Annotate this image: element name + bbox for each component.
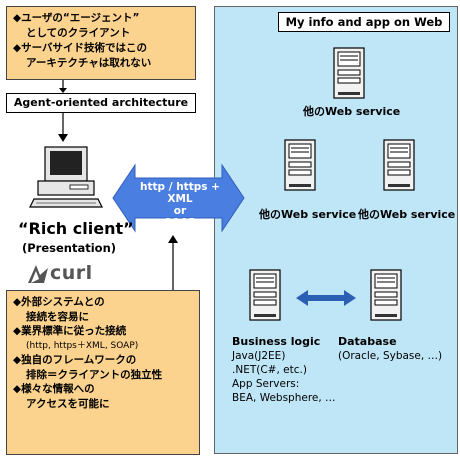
top-note-line-4: アーキテクチャは取れない xyxy=(26,57,152,69)
bottom-note-item-1: ◆外部システムとの xyxy=(13,296,105,308)
service-right-label: 他のWeb service xyxy=(358,208,456,221)
top-note-line-1: ◆ユーザの“エージェント” xyxy=(13,12,140,24)
business-logic-line-4: BEA, Websphere, … xyxy=(232,392,336,404)
server-business-icon xyxy=(249,269,281,321)
protocol-label: http / https + XML or SOAP xyxy=(130,181,230,229)
protocol-double-arrow xyxy=(112,163,245,233)
server-right-icon xyxy=(383,139,415,191)
service-top-label: 他のWeb service xyxy=(303,105,401,118)
top-note: ◆ユーザの“エージェント” としてのクライアント ◆サーバサイド技術ではこの ア… xyxy=(6,6,196,80)
bottom-note-item-4-sub: アクセスを可能に xyxy=(26,397,110,410)
bottom-note-item-3-sub: 排除＝クライアントの独立性 xyxy=(26,368,163,381)
client-computer-icon xyxy=(29,146,103,208)
database-title: Database xyxy=(338,335,397,348)
server-top-icon xyxy=(333,47,365,99)
server-database-icon xyxy=(370,269,402,321)
server-left-icon xyxy=(284,139,316,191)
arrow-note-to-arch xyxy=(59,80,67,93)
client-title: “Rich client” xyxy=(18,219,134,238)
panel-title: My info and app on Web xyxy=(278,12,450,32)
arrow-note-to-protocol xyxy=(168,235,178,290)
client-subtitle: (Presentation) xyxy=(22,241,117,255)
business-logic-line-3: App Servers: xyxy=(232,378,300,390)
bottom-note: ◆外部システムとの 接続を容易に ◆業界標準に従った接続 (http, http… xyxy=(6,290,200,455)
bottom-note-item-1-sub: 接続を容易に xyxy=(26,310,89,323)
protocol-line-3: SOAP xyxy=(163,217,197,229)
business-logic-line-1: Java(J2EE) xyxy=(232,350,286,362)
top-note-line-2: としてのクライアント xyxy=(26,27,131,39)
arrow-arch-to-client xyxy=(58,113,68,142)
business-database-arrow xyxy=(296,290,356,306)
bottom-note-item-2-small: (http, https＋XML, SOAP) xyxy=(26,340,139,351)
protocol-line-1: http / https + XML xyxy=(140,181,220,205)
service-left-label: 他のWeb service xyxy=(259,208,357,221)
business-logic-title: Business logic xyxy=(232,335,321,348)
database-detail: (Oracle, Sybase, …) xyxy=(338,350,443,362)
top-note-line-3: ◆サーバサイド技術ではこの xyxy=(13,42,147,54)
architecture-label: Agent-oriented architecture xyxy=(6,93,196,113)
business-logic-line-2: .NET(C#, etc.) xyxy=(232,364,307,376)
bottom-note-item-3: ◆独自のフレームワークの xyxy=(13,354,137,366)
bottom-note-item-2: ◆業界標準に従った接続 xyxy=(13,325,127,337)
bottom-note-item-4: ◆様々な情報への xyxy=(13,383,95,395)
curl-logo-icon xyxy=(28,265,48,283)
protocol-line-2: or xyxy=(173,205,187,217)
curl-logo-text: curl xyxy=(50,262,93,284)
